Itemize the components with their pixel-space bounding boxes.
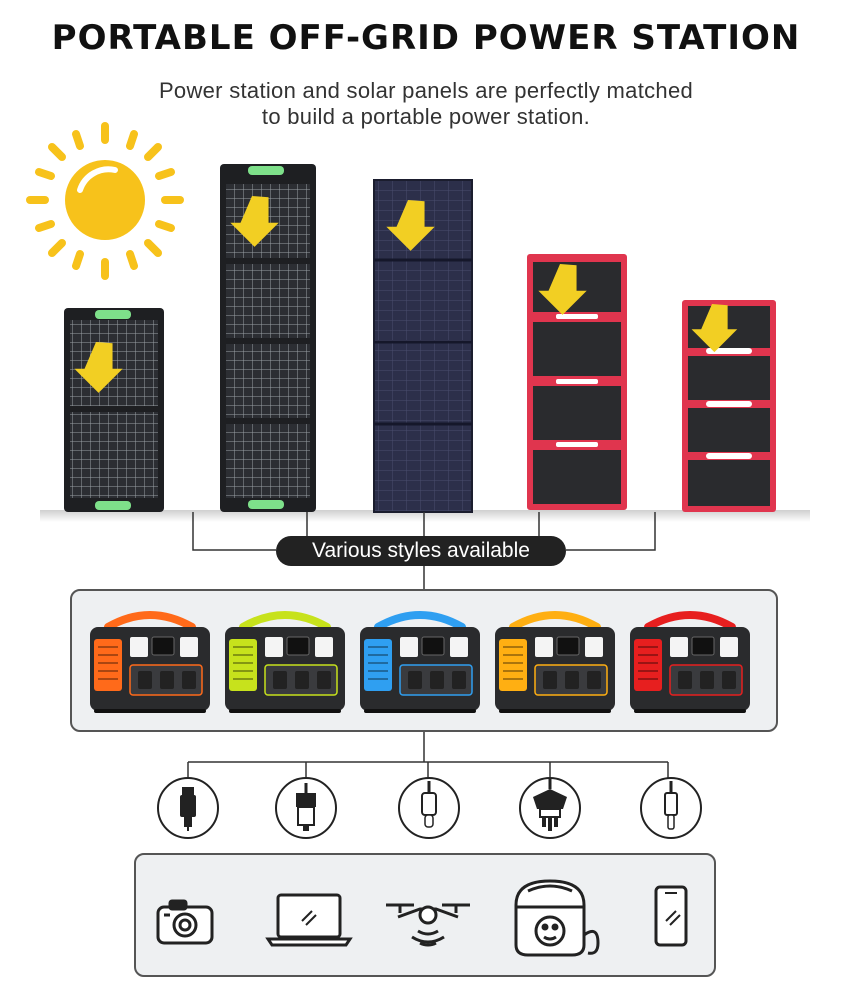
solar-panel-dark [373, 179, 473, 513]
subtitle-line-2: to build a portable power station. [261, 104, 591, 129]
usb-c-plug-icon [398, 777, 460, 839]
power-station-yellow [495, 615, 615, 713]
power-station-orange [90, 615, 210, 713]
connector-bracket [187, 512, 669, 778]
lightning-plug-icon [640, 777, 702, 839]
ac-plug-icon [519, 777, 581, 839]
page-title: PORTABLE OFF-GRID POWER STATION [51, 18, 801, 58]
solar-panel-red [527, 254, 627, 510]
sun-icon [26, 122, 184, 280]
camera-icon [156, 899, 214, 945]
phone-icon [654, 885, 688, 947]
subtitle-line-1: Power station and solar panels are perfe… [158, 78, 694, 103]
various-styles-label: Various styles available [276, 536, 566, 566]
car-plug-icon [275, 777, 337, 839]
drone-icon [386, 903, 470, 947]
dc-barrel-plug-icon [157, 777, 219, 839]
solar-panel-red-small [682, 296, 776, 512]
laptop-icon [265, 893, 353, 947]
power-station-lime [225, 615, 345, 713]
power-station-red [630, 615, 750, 713]
power-station-box [70, 589, 778, 732]
power-station-blue [360, 615, 480, 713]
solar-panel-4fold [220, 164, 316, 512]
rice-cooker-icon [514, 879, 600, 957]
solar-panel-2fold [64, 308, 164, 512]
device-box [134, 853, 716, 977]
